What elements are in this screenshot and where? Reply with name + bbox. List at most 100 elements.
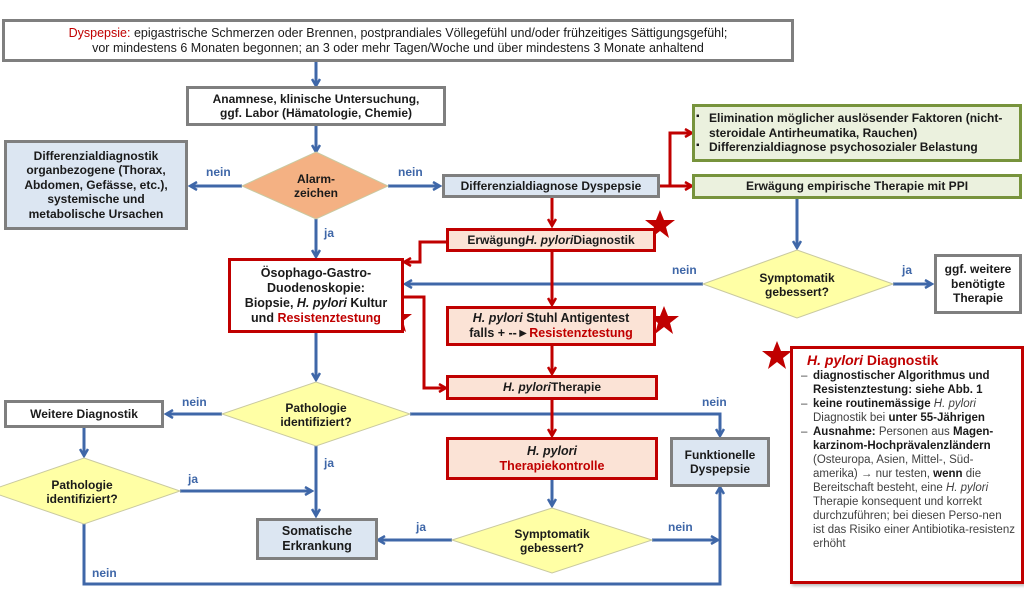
somatic-line2: Erkrankung bbox=[282, 539, 352, 553]
info-italic: H. pylori bbox=[933, 398, 976, 411]
definition-term: Dyspepsie: bbox=[68, 25, 131, 40]
symptom-top-line1: Symptomatik bbox=[759, 271, 835, 285]
definition-line1: epigastrische Schmerzen oder Brennen, po… bbox=[130, 25, 728, 40]
ddx-organ-line: systemische und bbox=[47, 192, 145, 207]
info-item: keine routinemässige H. pylori Diagnosti… bbox=[801, 397, 1015, 425]
elimination-item: Differenzialdiagnose psychosozialer Bela… bbox=[696, 140, 1019, 154]
stool-italic: H. pylori bbox=[472, 311, 523, 325]
hp-control-line2: Therapiekontrolle bbox=[499, 458, 605, 473]
symptom-bottom-line1: Symptomatik bbox=[514, 527, 590, 541]
label-alarm-left: nein bbox=[206, 165, 231, 179]
further-line3: Therapie bbox=[952, 291, 1003, 306]
edge-ddx-to-elimination bbox=[660, 133, 692, 188]
info-text: (Osteuropa, Asien, Mittel-, Süd-amerika)… bbox=[813, 454, 974, 481]
patho-main-diamond bbox=[220, 381, 412, 447]
ogd-line1: Ösophago-Gastro- bbox=[260, 265, 372, 280]
info-item: diagnostischer Algorithmus und Resistenz… bbox=[801, 369, 1015, 397]
hp-diagnostik-box: Erwägung H. pylori Diagnostik bbox=[446, 228, 656, 252]
anamnese-line2: ggf. Labor (Hämatologie, Chemie) bbox=[219, 106, 412, 120]
edge-ogd-to-therapy bbox=[404, 295, 446, 388]
definition-box: Dyspepsie: epigastrische Schmerzen oder … bbox=[2, 19, 794, 62]
symptom-bottom-diamond bbox=[450, 507, 654, 574]
patho-main-line1: Pathologie bbox=[285, 401, 347, 415]
symptom-top-text: Symptomatik gebessert? bbox=[742, 271, 852, 300]
ddx-organ-line: organbezogene (Thorax, bbox=[26, 163, 166, 178]
info-bold: keine routinemässige bbox=[813, 398, 934, 411]
patho-main-text: Pathologie identifiziert? bbox=[266, 401, 366, 430]
elimination-box: Elimination möglicher auslösender Faktor… bbox=[692, 104, 1022, 162]
patho-left-line2: identifiziert? bbox=[46, 492, 118, 507]
ogd-line3-italic: H. pylori bbox=[296, 295, 347, 310]
stool-line1: Stuhl Antigentest bbox=[522, 311, 630, 325]
ogd-line3-pre: Biopsie, bbox=[244, 295, 297, 310]
label-alarm-right: nein bbox=[398, 165, 423, 179]
star-icon bbox=[645, 210, 675, 238]
label-patho-main-down: ja bbox=[324, 456, 335, 470]
ogd-line2: Duodenoskopie: bbox=[267, 280, 365, 295]
ogd-line4-pre: und bbox=[251, 310, 278, 325]
info-text: Personen aus bbox=[875, 426, 953, 439]
hp-therapy-box: H. pylori Therapie bbox=[446, 375, 658, 400]
hp-therapy-italic: H. pylori bbox=[502, 380, 551, 395]
somatic-line1: Somatische bbox=[281, 524, 353, 538]
info-title: H. pylori Diagnostik bbox=[801, 352, 1015, 369]
ddx-organ-line: Differenzialdiagnostik bbox=[33, 149, 159, 164]
hp-control-line1: H. pylori bbox=[526, 443, 577, 458]
ogd-line3-post: Kultur bbox=[346, 295, 388, 310]
alarm-text: Alarm- zeichen bbox=[270, 172, 362, 201]
star-icon bbox=[649, 306, 679, 334]
symptom-top-diamond bbox=[701, 249, 895, 319]
definition-line2: vor mindestens 6 Monaten begonnen; an 3 … bbox=[92, 40, 704, 55]
edge-patho-to-funktionell bbox=[410, 412, 720, 436]
edge-hpdiag-to-ogd bbox=[404, 240, 446, 262]
hp-diag-italic: H. pylori bbox=[525, 232, 574, 247]
info-italic: H. pylori bbox=[945, 482, 989, 495]
hp-diagnostik-info-box: H. pylori Diagnostik diagnostischer Algo… bbox=[790, 346, 1024, 584]
further-line2: benötigte bbox=[951, 276, 1005, 291]
funktionelle-dyspepsie-box: Funktionelle Dyspepsie bbox=[670, 437, 770, 487]
stool-line2-red: Resistenztestung bbox=[529, 326, 633, 340]
alarm-diamond bbox=[240, 151, 390, 220]
ogd-box: Ösophago-Gastro- Duodenoskopie: Biopsie,… bbox=[228, 258, 404, 333]
ddx-organ-line: Abdomen, Gefässe, etc.), bbox=[24, 177, 168, 192]
label-symptom-bottom-right: nein bbox=[668, 520, 693, 534]
info-bold: unter 55-Jährigen bbox=[888, 412, 985, 425]
label-alarm-down: ja bbox=[324, 226, 335, 240]
ppi-box: Erwägung empirische Therapie mit PPI bbox=[692, 174, 1022, 199]
somatic-box: Somatische Erkrankung bbox=[256, 518, 378, 560]
info-bold: wenn bbox=[933, 468, 963, 481]
ppi-label: Erwägung empirische Therapie mit PPI bbox=[745, 179, 969, 194]
star-icon bbox=[762, 341, 792, 369]
info-item: Ausnahme: Personen aus Magen-karzinom-Ho… bbox=[801, 425, 1015, 551]
further-therapy-box: ggf. weitere benötigte Therapie bbox=[934, 254, 1022, 314]
label-patho-main-right: nein bbox=[702, 395, 727, 409]
info-bold: Magen-karzinom-Hochprävalenzländern bbox=[813, 426, 994, 453]
hp-diag-pre: Erwägung bbox=[467, 232, 526, 247]
funktionell-line1: Funktionelle bbox=[684, 447, 756, 462]
ddx-organ-line: metabolische Ursachen bbox=[28, 206, 164, 221]
symptom-bottom-text: Symptomatik gebessert? bbox=[497, 527, 607, 556]
ogd-line4-red: Resistenztestung bbox=[277, 310, 381, 325]
funktionell-line2: Dyspepsie bbox=[689, 462, 751, 476]
label-symptom-bottom-left: ja bbox=[416, 520, 427, 534]
weitere-diagnostik-box: Weitere Diagnostik bbox=[4, 400, 164, 428]
label-symptom-top-left: nein bbox=[672, 263, 697, 277]
symptom-top-line2: gebessert? bbox=[764, 285, 830, 300]
edge-pathoLeft-to-funktionell bbox=[82, 487, 720, 586]
patho-left-text: Pathologie identifiziert? bbox=[32, 478, 132, 507]
info-title-italic: H. pylori bbox=[807, 352, 864, 368]
alarm-line1: Alarm- bbox=[296, 172, 335, 186]
symptom-bottom-line2: gebessert? bbox=[519, 541, 585, 556]
info-bold: Ausnahme: bbox=[813, 426, 876, 439]
ddx-organ-box: Differenzialdiagnostik organbezogene (Th… bbox=[4, 140, 188, 230]
label-patho-main-left: nein bbox=[182, 395, 207, 409]
info-text: die Bereitschaft besteht, eine bbox=[813, 468, 982, 495]
patho-left-line1: Pathologie bbox=[51, 478, 113, 492]
info-text: Diagnostik bei bbox=[813, 412, 889, 425]
further-line1: ggf. weitere bbox=[944, 262, 1012, 277]
ddx-dyspepsie-box: Differenzialdiagnose Dyspepsie bbox=[442, 174, 660, 198]
label-symptom-top-right: ja bbox=[902, 263, 913, 277]
patho-left-diamond bbox=[0, 457, 182, 525]
elimination-item: Elimination möglicher auslösender Faktor… bbox=[696, 111, 1019, 140]
